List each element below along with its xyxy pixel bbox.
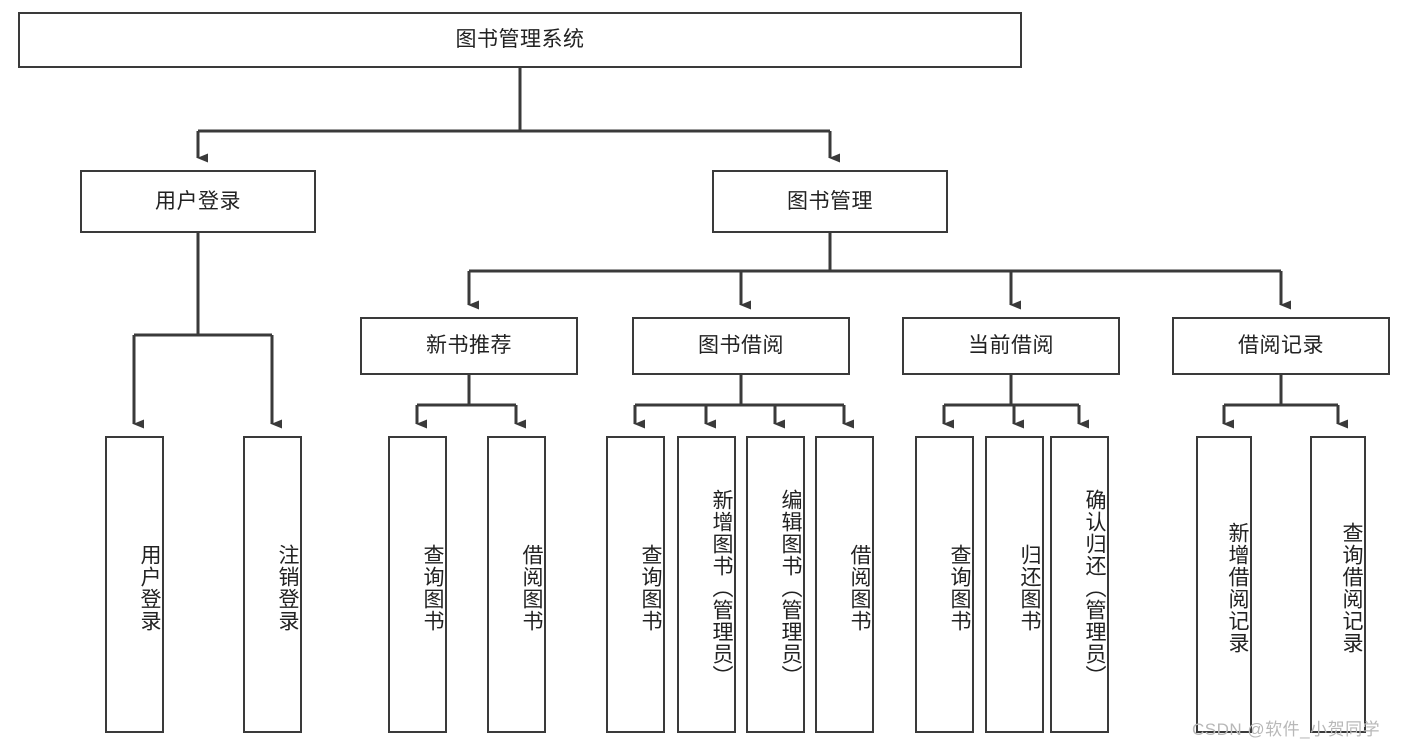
leaf-query-book-newbook[interactable]: 查询图书 <box>388 436 447 733</box>
leaf-borrow-book[interactable]: 借阅图书 <box>815 436 874 733</box>
node-current-borrow[interactable]: 当前借阅 <box>902 317 1120 375</box>
leaf-add-borrow-record[interactable]: 新增借阅记录 <box>1196 436 1252 733</box>
node-new-book-recommend[interactable]: 新书推荐 <box>360 317 578 375</box>
node-borrow-record[interactable]: 借阅记录 <box>1172 317 1390 375</box>
node-book-management[interactable]: 图书管理 <box>712 170 948 233</box>
leaf-query-book-borrow[interactable]: 查询图书 <box>606 436 665 733</box>
leaf-add-book-admin[interactable]: 新增图书（管理员） <box>677 436 736 733</box>
leaf-query-book-current[interactable]: 查询图书 <box>915 436 974 733</box>
leaf-confirm-return-admin[interactable]: 确认归还（管理员） <box>1050 436 1109 733</box>
leaf-user-login[interactable]: 用户登录 <box>105 436 164 733</box>
csdn-watermark: CSDN @软件_小贺同学 <box>1192 720 1381 739</box>
leaf-borrow-book-newbook[interactable]: 借阅图书 <box>487 436 546 733</box>
node-user-login[interactable]: 用户登录 <box>80 170 316 233</box>
leaf-return-book[interactable]: 归还图书 <box>985 436 1044 733</box>
node-root-system[interactable]: 图书管理系统 <box>18 12 1022 68</box>
node-book-borrow[interactable]: 图书借阅 <box>632 317 850 375</box>
leaf-query-borrow-record[interactable]: 查询借阅记录 <box>1310 436 1366 733</box>
leaf-edit-book-admin[interactable]: 编辑图书（管理员） <box>746 436 805 733</box>
leaf-logout-login[interactable]: 注销登录 <box>243 436 302 733</box>
